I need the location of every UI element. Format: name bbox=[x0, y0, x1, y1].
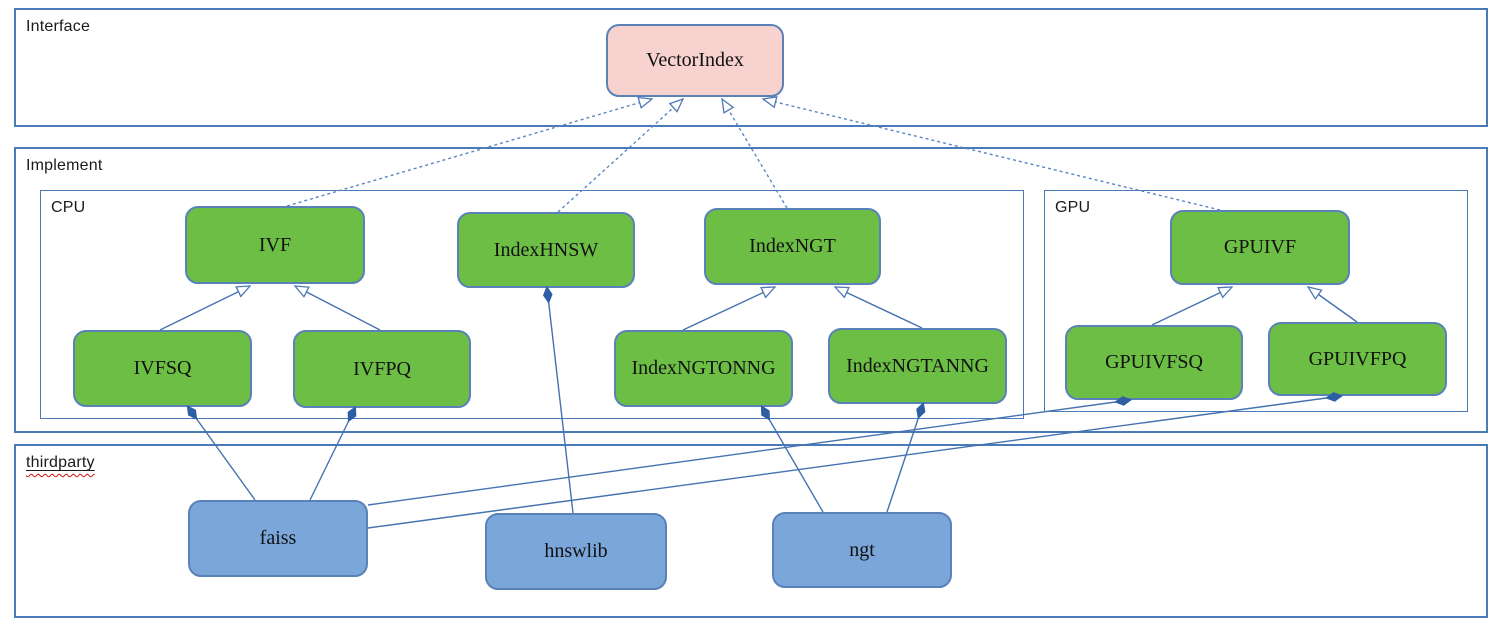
node-indexhnsw-label: IndexHNSW bbox=[493, 238, 599, 261]
node-ivf: IVF bbox=[185, 206, 365, 284]
node-ivfpq-label: IVFPQ bbox=[353, 357, 411, 380]
container-implement-label: Implement bbox=[26, 157, 103, 174]
container-gpu-label: GPU bbox=[1055, 199, 1091, 216]
node-ivfsq: IVFSQ bbox=[73, 330, 252, 407]
node-indexngtonng: IndexNGTONNG bbox=[614, 330, 793, 407]
node-ivfpq: IVFPQ bbox=[293, 330, 471, 408]
node-gpuivf-label: GPUIVF bbox=[1223, 236, 1297, 258]
node-vectorindex: VectorIndex bbox=[606, 24, 784, 97]
node-gpuivfsq-label: GPUIVFSQ bbox=[1105, 351, 1203, 373]
container-cpu-label: CPU bbox=[51, 199, 86, 216]
node-gpuivfpq: GPUIVFPQ bbox=[1268, 322, 1447, 396]
node-ngt: ngt bbox=[772, 512, 952, 588]
node-ivfsq-label: IVFSQ bbox=[133, 357, 192, 379]
node-hnswlib: hnswlib bbox=[485, 513, 667, 590]
node-gpuivf: GPUIVF bbox=[1170, 210, 1350, 285]
node-faiss: faiss bbox=[188, 500, 368, 577]
node-indexngtanng-label: IndexNGTANNG bbox=[846, 354, 989, 377]
node-indexngt-label: IndexNGT bbox=[749, 235, 836, 257]
node-ngt-label: ngt bbox=[849, 538, 875, 561]
node-faiss-label: faiss bbox=[259, 527, 297, 549]
node-gpuivfpq-label: GPUIVFPQ bbox=[1308, 347, 1407, 370]
node-indexhnsw: IndexHNSW bbox=[457, 212, 635, 288]
container-thirdparty-label-text: thirdparty bbox=[26, 454, 95, 471]
container-interface-label: Interface bbox=[26, 18, 91, 35]
node-ivf-label: IVF bbox=[258, 233, 292, 256]
node-indexngt: IndexNGT bbox=[704, 208, 881, 285]
node-indexngtanng: IndexNGTANNG bbox=[828, 328, 1007, 404]
node-gpuivfsq: GPUIVFSQ bbox=[1065, 325, 1243, 400]
node-hnswlib-label: hnswlib bbox=[544, 540, 608, 562]
node-indexngtonng-label: IndexNGTONNG bbox=[631, 357, 776, 379]
container-thirdparty-label: thirdparty bbox=[26, 454, 95, 472]
node-vectorindex-label: VectorIndex bbox=[646, 49, 744, 71]
